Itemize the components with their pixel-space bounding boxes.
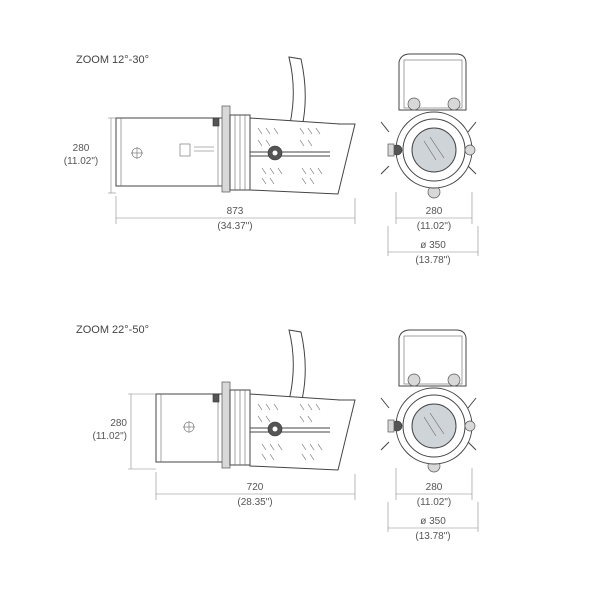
diameter-mm-label: ø 350 (420, 240, 446, 251)
length-in-label: (28.35") (237, 497, 272, 508)
height-in-label: (11.02") (93, 431, 128, 442)
figure-title: ZOOM 12°-30° (76, 54, 149, 66)
side-view-fixture (115, 56, 356, 195)
figure-zoom-12-30: ZOOM 12°-30° (64, 53, 479, 266)
length-mm-label: 873 (227, 206, 244, 217)
side-view-fixture (155, 329, 356, 471)
figure-zoom-22-50: ZOOM 22°-50° (76, 324, 479, 542)
height-in-label: (11.02") (64, 156, 99, 167)
figure-title: ZOOM 22°-50° (76, 324, 149, 336)
diameter-mm-label: ø 350 (420, 516, 446, 527)
front-width-in-label: (11.02") (417, 497, 452, 508)
diameter-dimension: ø 350 (13.78") (387, 502, 479, 542)
height-dimension: 280 (11.02") (64, 117, 116, 194)
height-mm-label: 280 (73, 143, 90, 154)
length-dimension: 873 (34.37") (115, 196, 356, 232)
diameter-in-label: (13.78") (415, 531, 450, 542)
diameter-in-label: (13.78") (415, 255, 450, 266)
height-mm-label: 280 (110, 418, 127, 429)
front-width-mm-label: 280 (426, 482, 443, 493)
length-dimension: 720 (28.35") (155, 472, 356, 508)
front-width-mm-label: 280 (426, 206, 443, 217)
diameter-dimension: ø 350 (13.78") (387, 226, 479, 266)
length-mm-label: 720 (247, 482, 264, 493)
front-width-dimension: 280 (11.02") (395, 192, 473, 232)
front-view-fixture (380, 329, 477, 473)
front-width-in-label: (11.02") (417, 221, 452, 232)
height-dimension: 280 (11.02") (93, 393, 156, 470)
front-view-fixture (380, 53, 477, 199)
length-in-label: (34.37") (217, 221, 252, 232)
front-width-dimension: 280 (11.02") (395, 468, 473, 508)
